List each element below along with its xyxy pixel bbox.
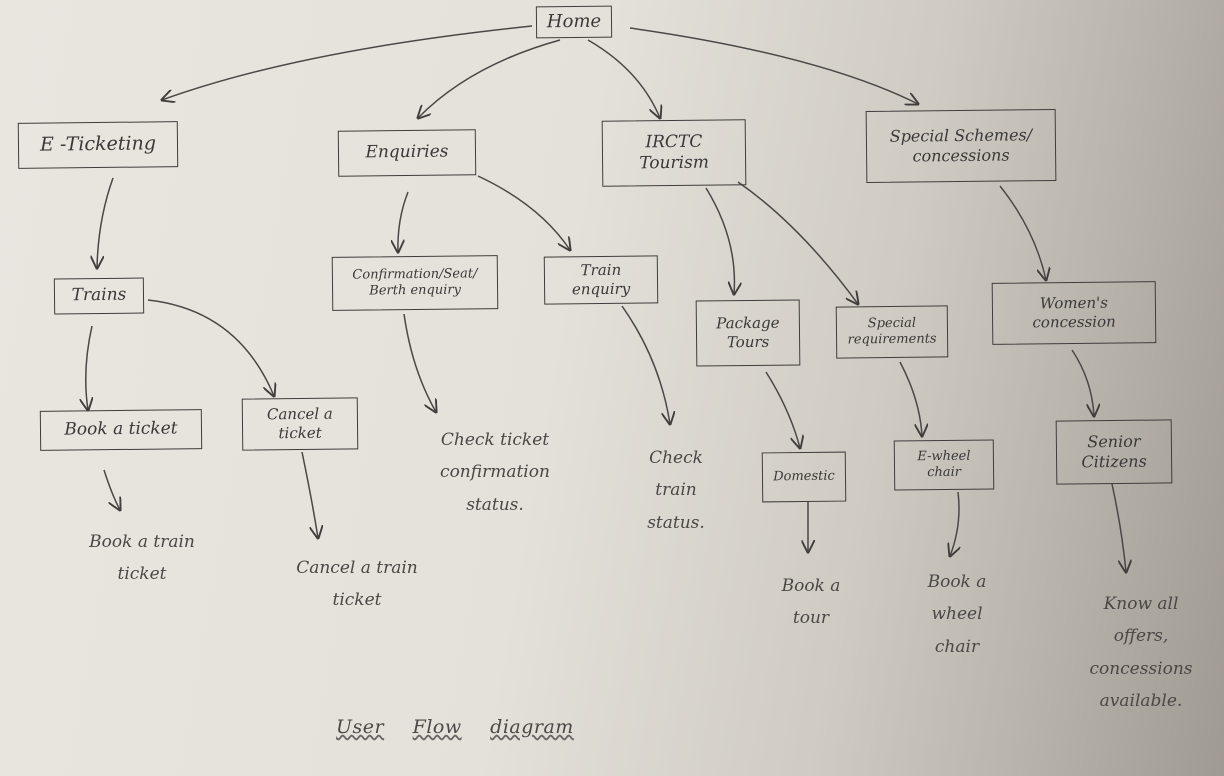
arrow-enquiries-confirmation xyxy=(398,191,409,252)
node-e-wheel-chair: E-wheel chair xyxy=(893,439,995,491)
arrow-trainenquiry-outcome xyxy=(621,305,670,424)
caption-word-user: User xyxy=(336,716,385,738)
arrow-book-outcome xyxy=(103,469,120,510)
node-senior-citizens: Senior Citizens xyxy=(1055,419,1173,485)
outcome-check-train-status: Check train status. xyxy=(647,448,705,533)
node-special-requirements: Special requirements xyxy=(835,305,949,359)
node-home: Home xyxy=(535,5,613,39)
outcome-check-confirmation: Check ticket confirmation status. xyxy=(440,430,550,515)
diagram-caption: User Flow diagram xyxy=(336,716,596,738)
arrow-confirmation-outcome xyxy=(403,313,436,412)
arrow-senior-outcome xyxy=(1111,483,1126,572)
caption-word-diagram: diagram xyxy=(490,716,574,738)
arrow-irctc-package xyxy=(705,187,734,294)
arrow-womens-senior xyxy=(1071,349,1094,416)
arrow-ewheel-outcome xyxy=(950,491,959,556)
node-book-a-ticket: Book a ticket xyxy=(39,409,203,451)
node-package-tours: Package Tours xyxy=(695,299,801,367)
caption-word-flow: Flow xyxy=(412,716,462,738)
arrow-package-domestic xyxy=(765,371,800,448)
outcome-book-tour: Book a tour xyxy=(781,576,841,629)
node-train-enquiry: Train enquiry xyxy=(543,255,659,305)
outcome-know-offers: Know all offers, concessions available. xyxy=(1089,594,1193,711)
arrow-special-womens xyxy=(999,185,1046,280)
arrow-home-enquiries xyxy=(418,39,561,118)
arrow-home-irctc xyxy=(587,39,660,118)
arrow-irctc-special xyxy=(737,181,858,304)
node-e-ticketing: E -Ticketing xyxy=(17,121,179,169)
node-enquiries: Enquiries xyxy=(337,129,477,177)
node-special-schemes: Special Schemes/ concessions xyxy=(865,109,1057,183)
node-womens-concession: Women's concession xyxy=(991,281,1157,345)
arrow-special-ewheel xyxy=(899,361,922,436)
node-domestic: Domestic xyxy=(761,451,847,503)
outcome-book-wheel-chair: Book a wheel chair xyxy=(927,572,987,657)
node-irctc-tourism: IRCTC Tourism xyxy=(601,119,747,187)
arrow-eticketing-trains xyxy=(97,177,114,268)
arrow-enquiries-trainenquiry xyxy=(477,175,570,250)
node-trains: Trains xyxy=(53,277,145,315)
node-cancel-a-ticket: Cancel a ticket xyxy=(241,397,359,451)
arrow-trains-cancel xyxy=(147,299,274,396)
arrow-home-eticketing xyxy=(162,25,533,100)
arrow-cancel-outcome xyxy=(301,451,318,538)
outcome-book-train-ticket: Book a train ticket xyxy=(89,532,195,585)
arrow-trains-book xyxy=(86,325,92,410)
node-confirmation-enquiry: Confirmation/Seat/ Berth enquiry xyxy=(331,255,499,311)
arrow-home-special xyxy=(629,27,918,104)
outcome-cancel-train-ticket: Cancel a train ticket xyxy=(296,558,418,611)
